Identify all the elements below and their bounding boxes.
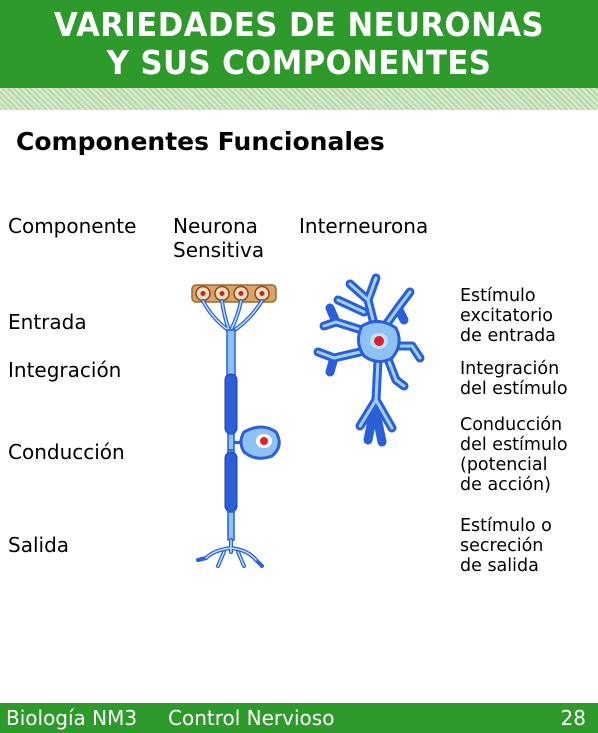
header-banner: VARIEDADES DE NEURONAS Y SUS COMPONENTES bbox=[0, 0, 598, 88]
description-output: Estímulo o secreción de salida bbox=[460, 516, 552, 576]
interneuron-nucleus bbox=[374, 336, 384, 346]
description-input-line: Estímulo bbox=[460, 286, 536, 306]
description-integration: Integración del estímulo bbox=[460, 359, 568, 399]
header-stripe bbox=[0, 88, 598, 110]
sensory-axon-terminals-inner bbox=[205, 539, 257, 567]
sensory-axon-terminals bbox=[196, 538, 264, 568]
page-title: VARIEDADES DE NEURONAS Y SUS COMPONENTES bbox=[21, 6, 577, 82]
description-input-line: excitatorio bbox=[460, 306, 553, 326]
description-conduction-line: de acción) bbox=[460, 475, 551, 495]
description-input-line: de entrada bbox=[460, 326, 556, 346]
footer-course: Biología NM3 bbox=[6, 706, 138, 730]
description-input: Estímulo excitatorio de entrada bbox=[460, 286, 556, 346]
description-conduction: Conducción del estímulo (potencial de ac… bbox=[460, 415, 568, 495]
column-header-component: Componente bbox=[8, 214, 137, 238]
row-label-input: Entrada bbox=[8, 310, 87, 334]
description-conduction-line: Conducción bbox=[460, 415, 563, 435]
sensory-receptor-cells bbox=[191, 284, 277, 303]
sensory-cell-body bbox=[233, 425, 281, 460]
row-label-output: Salida bbox=[8, 533, 70, 557]
description-output-line: secreción bbox=[460, 536, 544, 556]
description-integration-line: Integración bbox=[460, 359, 560, 379]
interneuron bbox=[313, 273, 425, 447]
page-number: 28 bbox=[560, 706, 586, 730]
row-label-conduction: Conducción bbox=[8, 440, 125, 464]
column-header-sensory: Neurona Sensitiva bbox=[173, 214, 264, 262]
description-output-line: Estímulo o bbox=[460, 516, 552, 536]
footer-bar: Biología NM3 Control Nervioso 28 bbox=[0, 703, 598, 733]
row-label-integration: Integración bbox=[8, 358, 122, 382]
column-header-sensory-line1: Neurona bbox=[173, 214, 258, 238]
column-header-interneuron: Interneurona bbox=[299, 214, 429, 238]
column-header-sensory-line2: Sensitiva bbox=[173, 238, 265, 262]
footer-topic: Control Nervioso bbox=[168, 706, 335, 730]
page-title-line1: VARIEDADES DE NEURONAS bbox=[53, 5, 545, 44]
sensory-central-axon bbox=[224, 449, 238, 541]
description-conduction-line: (potencial bbox=[460, 455, 548, 475]
page-title-line2: Y SUS COMPONENTES bbox=[106, 43, 492, 82]
description-output-line: de salida bbox=[460, 556, 539, 576]
section-subtitle: Componentes Funcionales bbox=[16, 127, 385, 156]
description-conduction-line: del estímulo bbox=[460, 435, 568, 455]
description-integration-line: del estímulo bbox=[460, 379, 568, 399]
sensory-peripheral-axon bbox=[224, 329, 238, 451]
